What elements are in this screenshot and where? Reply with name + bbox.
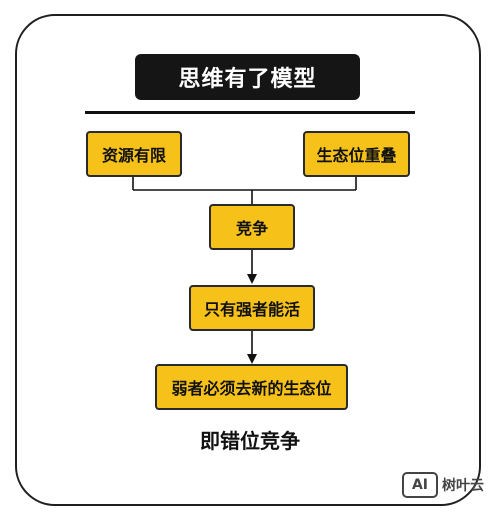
title-underline bbox=[85, 111, 415, 114]
diagram-title: 思维有了模型 bbox=[135, 54, 360, 100]
node-strong-survive: 只有强者能活 bbox=[189, 285, 315, 331]
watermark: AI 树叶云 bbox=[402, 472, 484, 498]
node-weak-find-niche: 弱者必须去新的生态位 bbox=[155, 364, 348, 410]
arrow-head-2 bbox=[247, 354, 257, 364]
watermark-text: 树叶云 bbox=[442, 478, 484, 494]
node-competition: 竞争 bbox=[209, 204, 295, 250]
node-niche-overlap: 生态位重叠 bbox=[303, 131, 410, 177]
node-resource-limited: 资源有限 bbox=[86, 131, 182, 177]
diagram-caption: 即错位竞争 bbox=[200, 429, 300, 453]
watermark-logo-icon: AI bbox=[402, 472, 438, 498]
arrow-head-1 bbox=[247, 274, 257, 284]
